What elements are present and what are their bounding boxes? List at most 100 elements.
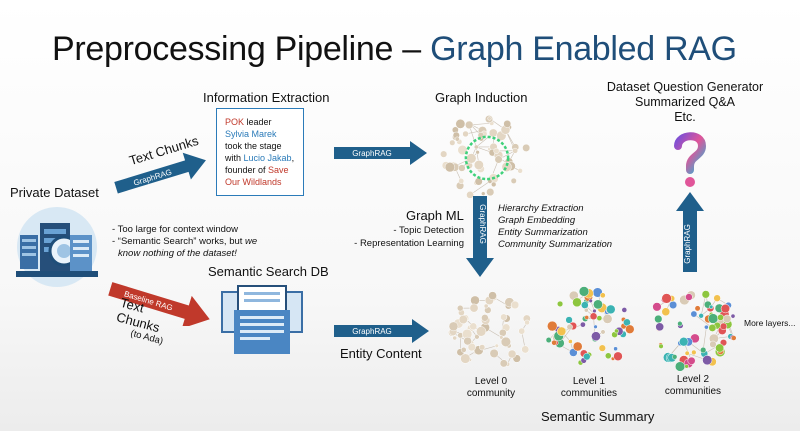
network-node [474,177,483,186]
level-1-label: Level 1 communities [542,376,636,400]
graphrag-arrow-down: GraphRAG [466,196,494,278]
network-node [474,144,479,150]
network-node [489,348,499,358]
network-node [455,118,466,129]
network-node [524,319,530,326]
network-node [578,286,590,297]
level-0-label: Level 0 community [446,376,536,400]
sentence-text-2: took the stage with [225,141,282,163]
network-node [598,344,606,352]
network-node [669,300,678,310]
network-node [452,335,458,341]
level-1-line-1: Level 1 [572,376,606,387]
network-node [613,346,618,352]
network-node [704,324,709,330]
notes-line-1: - Too large for context window [112,224,239,235]
notes-line-2a: - “Semantic Search” works, but [112,236,246,247]
title-main: Preprocessing Pipeline – [52,30,431,68]
network-node [722,314,732,324]
network-node [551,339,557,346]
network-node [454,136,460,142]
network-node [458,314,468,325]
sentence-text-3: , founder of [225,153,295,175]
hierarchy-item-3: Entity Summarization [498,227,588,238]
notes-line-3: know nothing of the dataset! [118,248,237,259]
network-node [674,361,686,372]
dataset-generator-heading: Dataset Question Generator Summarized Q&… [600,80,770,125]
network-node [500,336,511,347]
network-node [588,298,593,303]
network-node [593,299,603,310]
network-node [568,339,573,344]
network-node [481,314,489,322]
network-node [499,335,504,340]
network-node [687,356,696,365]
network-node [671,354,678,360]
network-node [479,344,486,351]
notes-line-2b: we [245,236,258,247]
network-node [458,178,465,185]
network-node [652,302,662,312]
more-layers-label: More layers... [744,318,796,328]
entity-content-label: Entity Content [340,346,422,361]
network-node [474,334,480,340]
network-node [440,150,448,158]
network-node [476,326,487,337]
network-node [707,313,719,324]
network-node [556,300,564,308]
hierarchy-item-2: Graph Embedding [498,215,576,226]
title-accent: Graph Enabled RAG [430,30,737,68]
network-node [463,336,472,346]
network-node [661,293,672,304]
entity-save-our-wildlands: Save Our Wildlands [225,165,289,187]
level-2-network [644,280,742,376]
network-node [469,322,478,331]
database-icon [12,205,102,289]
network-node [498,328,507,337]
network-node [510,300,520,310]
private-dataset-label: Private Dataset [10,185,99,200]
network-node [606,304,616,315]
network-node [483,303,489,309]
baseline-line-3: (to Ada) [129,327,165,348]
network-node [702,355,713,366]
sentence-text-1: leader [244,117,272,127]
network-node [730,313,736,319]
network-node [604,352,612,360]
network-node [584,315,589,320]
notes-line-2: - “Semantic Search” works, but we [112,236,257,248]
network-node [625,324,635,334]
network-node [684,350,690,356]
network-node [493,147,500,154]
network-node [521,345,530,354]
network-node [583,352,591,361]
network-node [713,294,721,302]
network-node [499,359,508,368]
network-node [469,303,479,313]
network-node [473,160,484,170]
level-0-line-1: Level 0 [474,376,508,387]
network-node [600,329,606,335]
network-node [488,128,498,138]
network-node [572,341,583,352]
level-2-line-1: Level 2 [676,374,710,385]
network-node [565,316,573,324]
network-node [677,321,683,327]
network-node [460,353,471,364]
network-node [621,307,628,313]
network-node [488,291,497,300]
network-node [503,119,512,128]
network-node [592,308,597,314]
network-node [500,313,508,321]
entity-pok: POK [225,117,245,127]
network-node [694,305,701,312]
level-2-line-2: communities [664,386,722,397]
graphrag-arrow-up: GraphRAG [676,192,704,272]
network-node [522,143,531,152]
network-node [457,144,468,156]
network-node [465,120,474,130]
network-node [701,290,710,299]
graph-ml-item-1: - Topic Detection [393,225,464,236]
network-node [654,314,663,324]
graphrag-arrow-up-label: GraphRAG [683,224,692,264]
